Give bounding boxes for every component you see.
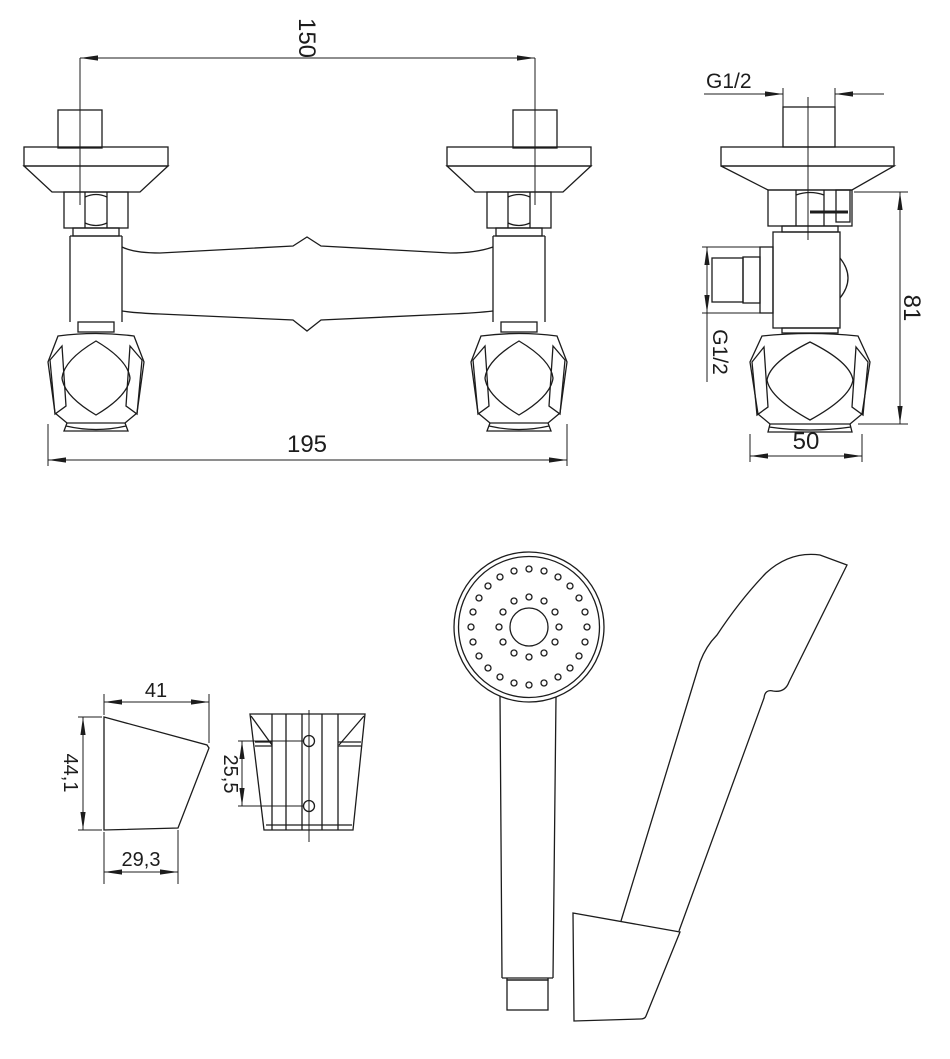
dim-hole-spacing-label: 25,5 bbox=[219, 755, 241, 794]
left-inlet-thread bbox=[57, 109, 103, 149]
bracket-holding-shower bbox=[572, 912, 681, 1022]
right-hex-nut bbox=[486, 191, 552, 229]
left-knob bbox=[47, 332, 145, 432]
left-escutcheon bbox=[22, 146, 170, 193]
dim-inlet-thread: G1/2 bbox=[704, 70, 884, 107]
spray-holes-outer-ring bbox=[467, 565, 591, 689]
dim-overall-width: 195 bbox=[47, 424, 568, 466]
side-body bbox=[772, 225, 849, 334]
dim-body-height: 81 bbox=[854, 191, 925, 425]
crossbar bbox=[121, 236, 494, 332]
right-escutcheon bbox=[445, 146, 593, 193]
handshower-front-view bbox=[453, 551, 605, 1011]
dim-overall-width-label: 195 bbox=[287, 431, 327, 458]
shower-outlet bbox=[711, 246, 774, 314]
handshower-side-view bbox=[572, 553, 848, 1022]
dim-bracket-bottom-width: 29,3 bbox=[103, 830, 179, 884]
right-inlet-thread bbox=[512, 109, 558, 149]
bracket-side-view: 41 44,1 29,3 bbox=[59, 680, 210, 884]
right-knob bbox=[470, 332, 568, 432]
left-valve-body bbox=[69, 227, 123, 333]
dim-inlet-spacing-label: 150 bbox=[293, 18, 320, 58]
dim-inlet-thread-label: G1/2 bbox=[706, 70, 752, 93]
side-inlet-thread bbox=[782, 106, 836, 148]
side-body-bump bbox=[839, 257, 849, 299]
right-valve-body bbox=[492, 227, 546, 333]
dim-bracket-top-width-label: 41 bbox=[145, 680, 167, 702]
spray-holes-inner-ring bbox=[495, 593, 563, 661]
bracket-rear-view: 25,5 bbox=[219, 710, 366, 842]
dim-outlet-thread-label: G1/2 bbox=[708, 329, 731, 375]
dim-bracket-height-label: 44,1 bbox=[59, 754, 81, 793]
dim-bracket-height: 44,1 bbox=[59, 716, 102, 831]
dim-knob-width-label: 50 bbox=[793, 428, 820, 455]
dim-bracket-top-width: 41 bbox=[103, 680, 210, 743]
dim-bracket-bottom-width-label: 29,3 bbox=[122, 849, 161, 871]
mixer-front-view: 150 bbox=[22, 18, 593, 466]
side-hex-nut bbox=[767, 189, 853, 227]
left-hex-nut bbox=[63, 191, 129, 229]
handle-thread bbox=[506, 979, 549, 1011]
dim-outlet-thread: G1/2 bbox=[702, 246, 760, 382]
handshower-handle-front bbox=[499, 695, 557, 1011]
dim-inlet-spacing: 150 bbox=[79, 18, 536, 205]
dim-knob-width: 50 bbox=[749, 428, 863, 462]
side-knob bbox=[749, 332, 871, 433]
spray-center-outlet bbox=[509, 607, 549, 647]
dim-body-height-label: 81 bbox=[898, 295, 925, 322]
mixer-side-view: G1/2 bbox=[702, 70, 925, 462]
dim-hole-spacing: 25,5 bbox=[219, 740, 303, 807]
